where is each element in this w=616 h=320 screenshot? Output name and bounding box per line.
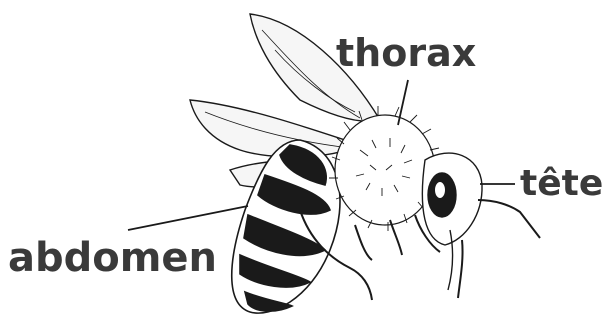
label-tete: tête: [520, 166, 603, 202]
bee-antenna: [478, 200, 540, 238]
bee-head-drawing: [422, 153, 482, 290]
label-thorax: thorax: [336, 34, 476, 72]
label-abdomen: abdomen: [8, 238, 217, 278]
abdomen-leader-line: [128, 206, 248, 230]
